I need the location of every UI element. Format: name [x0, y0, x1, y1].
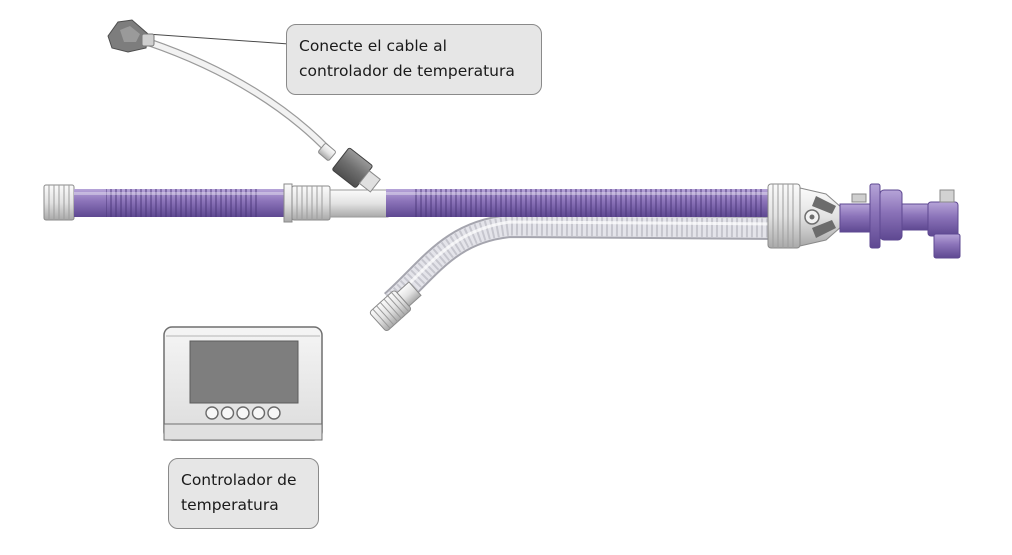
controller-screen: [189, 340, 299, 404]
controller-button: [236, 406, 250, 420]
controller-button: [251, 406, 266, 420]
cable-leader-line: [146, 33, 290, 45]
temperature-sensor-port: [332, 147, 381, 193]
controller-button-row: [205, 406, 281, 420]
main-tube-mid-connector: [283, 183, 389, 223]
controller-button: [267, 406, 281, 420]
lower-branch-end-connector: [369, 281, 422, 332]
controller-callout: Controlador de temperatura: [168, 458, 319, 529]
y-piece-connector: [767, 183, 843, 249]
temperature-controller-device: [163, 326, 323, 441]
main-tube-left-segment: [74, 189, 286, 217]
lower-branch-tube: [383, 213, 781, 311]
cable-callout-line1: Conecte el cable al: [299, 37, 447, 55]
main-tube-left-cap: [43, 184, 75, 221]
controller-callout-line2: temperatura: [181, 496, 279, 514]
cable-callout-line2: controlador de temperatura: [299, 62, 515, 80]
main-tube-right-segment: [386, 189, 770, 217]
cable-connection-callout: Conecte el cable al controlador de tempe…: [286, 24, 542, 95]
controller-button: [220, 406, 235, 420]
controller-callout-line1: Controlador de: [181, 471, 297, 489]
controller-button: [205, 406, 219, 420]
filter-elbow-assembly: [839, 183, 961, 259]
sensor-plug: [107, 19, 155, 53]
sensor-cable: [144, 38, 336, 161]
